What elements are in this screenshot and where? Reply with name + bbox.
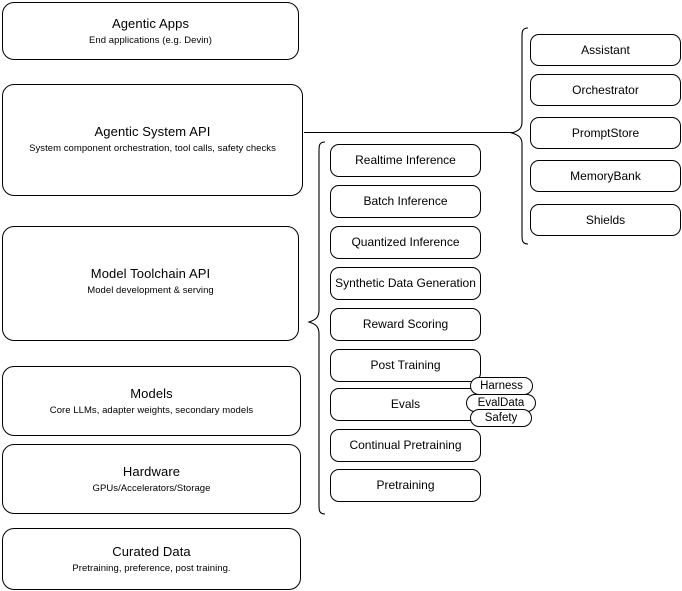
layer-subtitle: System component orchestration, tool cal…: [29, 143, 276, 154]
component-orchestrator[interactable]: Orchestrator: [530, 74, 681, 106]
capability-label: Reward Scoring: [362, 317, 449, 331]
component-memorybank[interactable]: MemoryBank: [530, 160, 681, 192]
evals-badge-safety[interactable]: Safety: [470, 409, 532, 427]
capability-quantized-inference[interactable]: Quantized Inference: [330, 226, 481, 259]
layer-curated-data[interactable]: Curated Data Pretraining, preference, po…: [2, 528, 301, 590]
capability-synthetic-data-generation[interactable]: Synthetic Data Generation: [330, 267, 481, 300]
evals-badge-label: EvalData: [477, 397, 525, 409]
component-label: PromptStore: [571, 125, 640, 140]
capability-batch-inference[interactable]: Batch Inference: [330, 185, 481, 218]
layer-title: Model Toolchain API: [90, 266, 211, 281]
layer-title: Agentic System API: [94, 124, 211, 139]
layer-subtitle: End applications (e.g. Devin): [89, 34, 212, 46]
capability-label: Evals: [390, 397, 421, 411]
capability-label: Synthetic Data Generation: [335, 276, 476, 290]
layer-title: Curated Data: [112, 543, 191, 559]
connector-system-api-to-components: [304, 132, 514, 133]
layer-model-toolchain-api[interactable]: Model Toolchain API Model development & …: [2, 226, 299, 341]
layer-subtitle: Model development & serving: [87, 285, 214, 296]
capability-reward-scoring[interactable]: Reward Scoring: [330, 308, 481, 341]
capability-realtime-inference[interactable]: Realtime Inference: [330, 144, 481, 177]
capability-evals[interactable]: Evals: [330, 388, 481, 421]
capability-pretraining[interactable]: Pretraining: [330, 469, 481, 502]
component-label: Orchestrator: [572, 82, 639, 97]
evals-badge-harness[interactable]: Harness: [470, 377, 533, 395]
layer-agentic-apps[interactable]: Agentic Apps End applications (e.g. Devi…: [2, 2, 299, 60]
component-label: Shields: [585, 212, 626, 227]
component-promptstore[interactable]: PromptStore: [530, 117, 681, 149]
capability-label: Pretraining: [376, 478, 435, 492]
layer-subtitle: Pretraining, preference, post training.: [72, 562, 231, 574]
layer-title: Hardware: [122, 463, 181, 479]
capability-label: Continual Pretraining: [349, 438, 462, 452]
component-label: Assistant: [581, 42, 630, 57]
evals-badge-label: Harness: [480, 380, 523, 392]
capability-label: Quantized Inference: [351, 235, 460, 249]
layer-agentic-system-api[interactable]: Agentic System API System component orch…: [2, 84, 303, 196]
layer-subtitle: GPUs/Accelerators/Storage: [92, 482, 211, 494]
capability-label: Post Training: [370, 358, 441, 372]
layer-models[interactable]: Models Core LLMs, adapter weights, secon…: [2, 366, 301, 436]
capability-post-training[interactable]: Post Training: [330, 349, 481, 382]
layer-hardware[interactable]: Hardware GPUs/Accelerators/Storage: [2, 444, 301, 514]
capability-continual-pretraining[interactable]: Continual Pretraining: [330, 429, 481, 462]
capability-label: Realtime Inference: [355, 153, 456, 167]
brace-agentic-components: [510, 27, 529, 245]
capability-label: Batch Inference: [363, 194, 448, 208]
layer-title: Models: [130, 385, 173, 401]
component-assistant[interactable]: Assistant: [530, 34, 681, 66]
layer-title: Agentic Apps: [111, 15, 190, 31]
component-shields[interactable]: Shields: [530, 204, 681, 236]
evals-badge-label: Safety: [484, 412, 518, 424]
brace-model-toolchain: [307, 141, 326, 515]
layer-subtitle: Core LLMs, adapter weights, secondary mo…: [49, 404, 254, 416]
component-label: MemoryBank: [570, 168, 641, 183]
